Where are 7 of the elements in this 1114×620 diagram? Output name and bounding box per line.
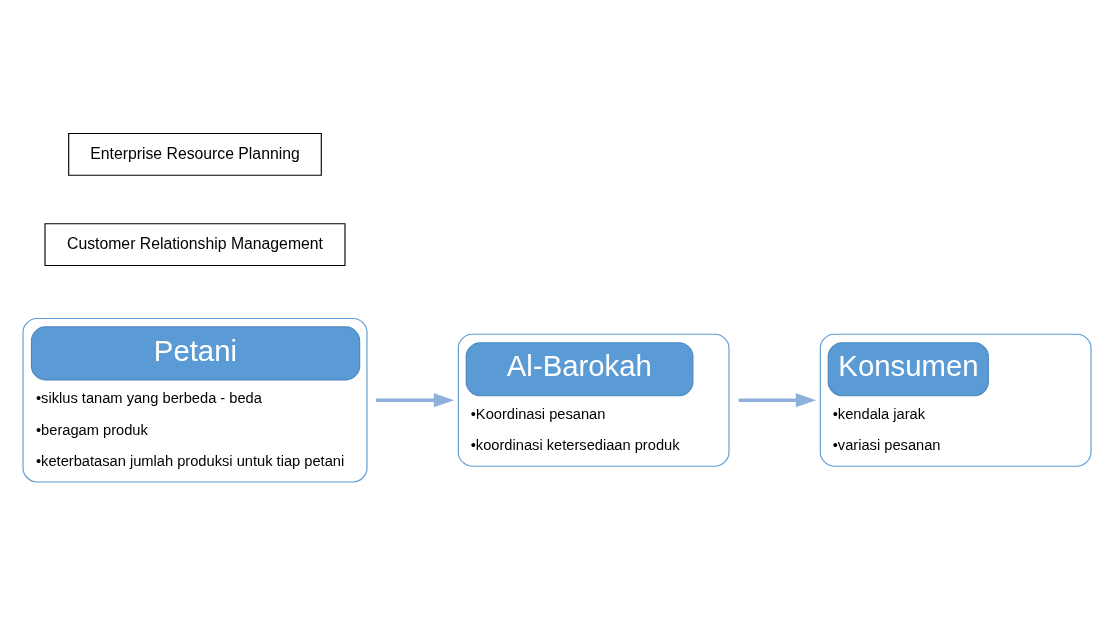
node-box: Al-Barokah •Koordinasi pesanan •koordinasi ketersediaan produk	[457, 333, 730, 467]
arrow	[738, 393, 817, 408]
node-box: Konsumen •kendala jarak •variasi pesanan	[819, 333, 1092, 467]
node-box: Customer Relationship Management	[44, 223, 346, 266]
node-box: Petani •siklus tanam yang berbeda - beda •beragam produk •keterbatasan jumlah produksi untuk tiap petani	[22, 317, 368, 483]
arrow	[376, 393, 455, 408]
node-box: Enterprise Resource Planning	[68, 132, 322, 176]
